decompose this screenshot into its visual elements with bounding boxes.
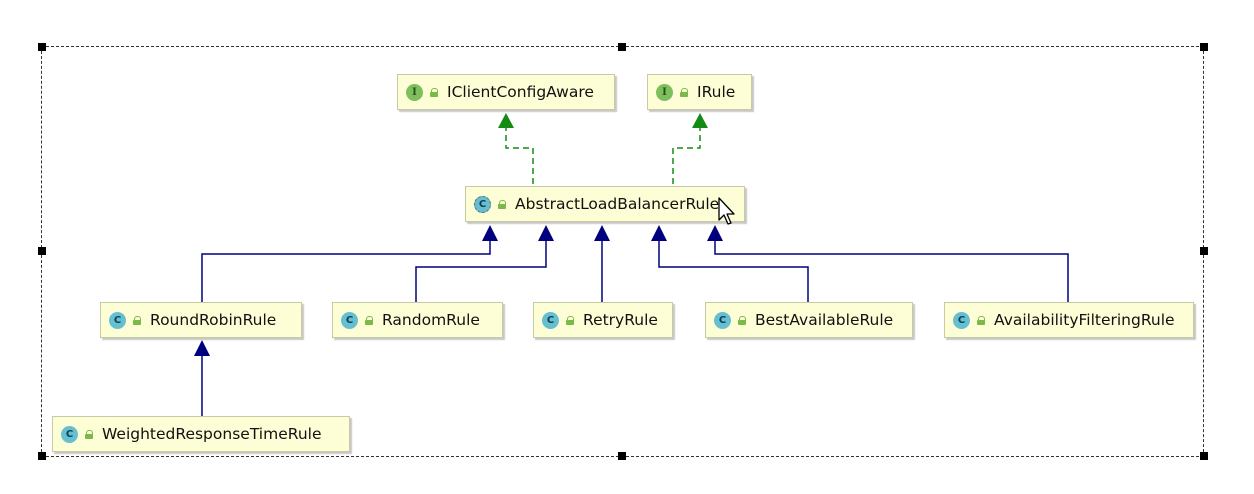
node-irule[interactable]: I IRule bbox=[647, 74, 752, 110]
implements-arrowhead bbox=[692, 113, 708, 128]
extends-arrowhead bbox=[707, 225, 723, 241]
resize-handle-middle-right[interactable] bbox=[1200, 247, 1208, 255]
selection-rectangle[interactable] bbox=[41, 46, 1204, 457]
node-randomrule[interactable]: C RandomRule bbox=[332, 302, 503, 338]
extends-line bbox=[415, 240, 547, 302]
node-label: AvailabilityFilteringRule bbox=[994, 311, 1175, 329]
extends-arrowhead bbox=[651, 225, 667, 241]
public-visibility-icon bbox=[365, 315, 373, 325]
node-label: AbstractLoadBalancerRule bbox=[515, 195, 720, 213]
node-label: IRule bbox=[697, 83, 736, 101]
extends-arrowhead bbox=[482, 225, 498, 241]
implements-line bbox=[505, 127, 534, 184]
class-icon: C bbox=[61, 425, 78, 443]
node-label: IClientConfigAware bbox=[447, 83, 594, 101]
resize-handle-bottom-right[interactable] bbox=[1200, 452, 1208, 460]
node-weightedresponsetimerule[interactable]: C WeightedResponseTimeRule bbox=[52, 416, 350, 452]
public-visibility-icon bbox=[738, 315, 746, 325]
resize-handle-top-center[interactable] bbox=[618, 43, 626, 51]
node-label: WeightedResponseTimeRule bbox=[102, 425, 322, 443]
class-icon: C bbox=[953, 311, 970, 329]
extends-line bbox=[714, 240, 1069, 302]
edge-extends-availabilityfilteringrule bbox=[707, 225, 1069, 302]
implements-arrowhead bbox=[498, 113, 514, 128]
public-visibility-icon bbox=[430, 87, 438, 97]
extends-line bbox=[201, 240, 491, 302]
public-visibility-icon bbox=[498, 199, 506, 209]
public-visibility-icon bbox=[680, 87, 688, 97]
node-label: RandomRule bbox=[382, 311, 480, 329]
mouse-cursor-icon bbox=[718, 197, 735, 225]
node-retryrule[interactable]: C RetryRule bbox=[533, 302, 673, 338]
extends-arrowhead bbox=[538, 225, 554, 241]
public-visibility-icon bbox=[133, 315, 141, 325]
implements-line bbox=[672, 127, 701, 184]
abstract-class-icon: C bbox=[474, 195, 491, 213]
resize-handle-bottom-left[interactable] bbox=[38, 452, 46, 460]
node-label: RetryRule bbox=[583, 311, 658, 329]
resize-handle-top-right[interactable] bbox=[1200, 43, 1208, 51]
node-abstractloadbalancerrule[interactable]: C AbstractLoadBalancerRule bbox=[465, 186, 745, 222]
interface-icon: I bbox=[406, 83, 423, 101]
node-iclientconfigaware[interactable]: I IClientConfigAware bbox=[397, 74, 615, 110]
public-visibility-icon bbox=[566, 315, 574, 325]
node-label: RoundRobinRule bbox=[150, 311, 277, 329]
edge-implements-iclientconfigaware bbox=[498, 113, 534, 184]
edge-implements-irule bbox=[672, 113, 708, 184]
class-icon: C bbox=[109, 311, 126, 329]
public-visibility-icon bbox=[85, 429, 93, 439]
interface-icon: I bbox=[656, 83, 673, 101]
class-icon: C bbox=[341, 311, 358, 329]
edge-extends-randomrule bbox=[415, 225, 554, 302]
resize-handle-middle-left[interactable] bbox=[38, 247, 46, 255]
node-availabilityfilteringrule[interactable]: C AvailabilityFilteringRule bbox=[944, 302, 1194, 338]
extends-line bbox=[658, 240, 809, 302]
edge-extends-bestavailablerule bbox=[651, 225, 809, 302]
resize-handle-top-left[interactable] bbox=[38, 43, 46, 51]
class-icon: C bbox=[542, 311, 559, 329]
extends-arrowhead bbox=[194, 340, 210, 356]
edge-extends-weightedresponsetimerule bbox=[194, 340, 210, 416]
node-label: BestAvailableRule bbox=[755, 311, 894, 329]
edge-extends-roundrobinrule bbox=[201, 225, 498, 302]
class-icon: C bbox=[714, 311, 731, 329]
node-roundrobinrule[interactable]: C RoundRobinRule bbox=[100, 302, 302, 338]
extends-arrowhead bbox=[594, 225, 610, 241]
edge-extends-retryrule bbox=[594, 225, 610, 302]
public-visibility-icon bbox=[977, 315, 985, 325]
node-bestavailablerule[interactable]: C BestAvailableRule bbox=[705, 302, 913, 338]
resize-handle-bottom-center[interactable] bbox=[618, 452, 626, 460]
